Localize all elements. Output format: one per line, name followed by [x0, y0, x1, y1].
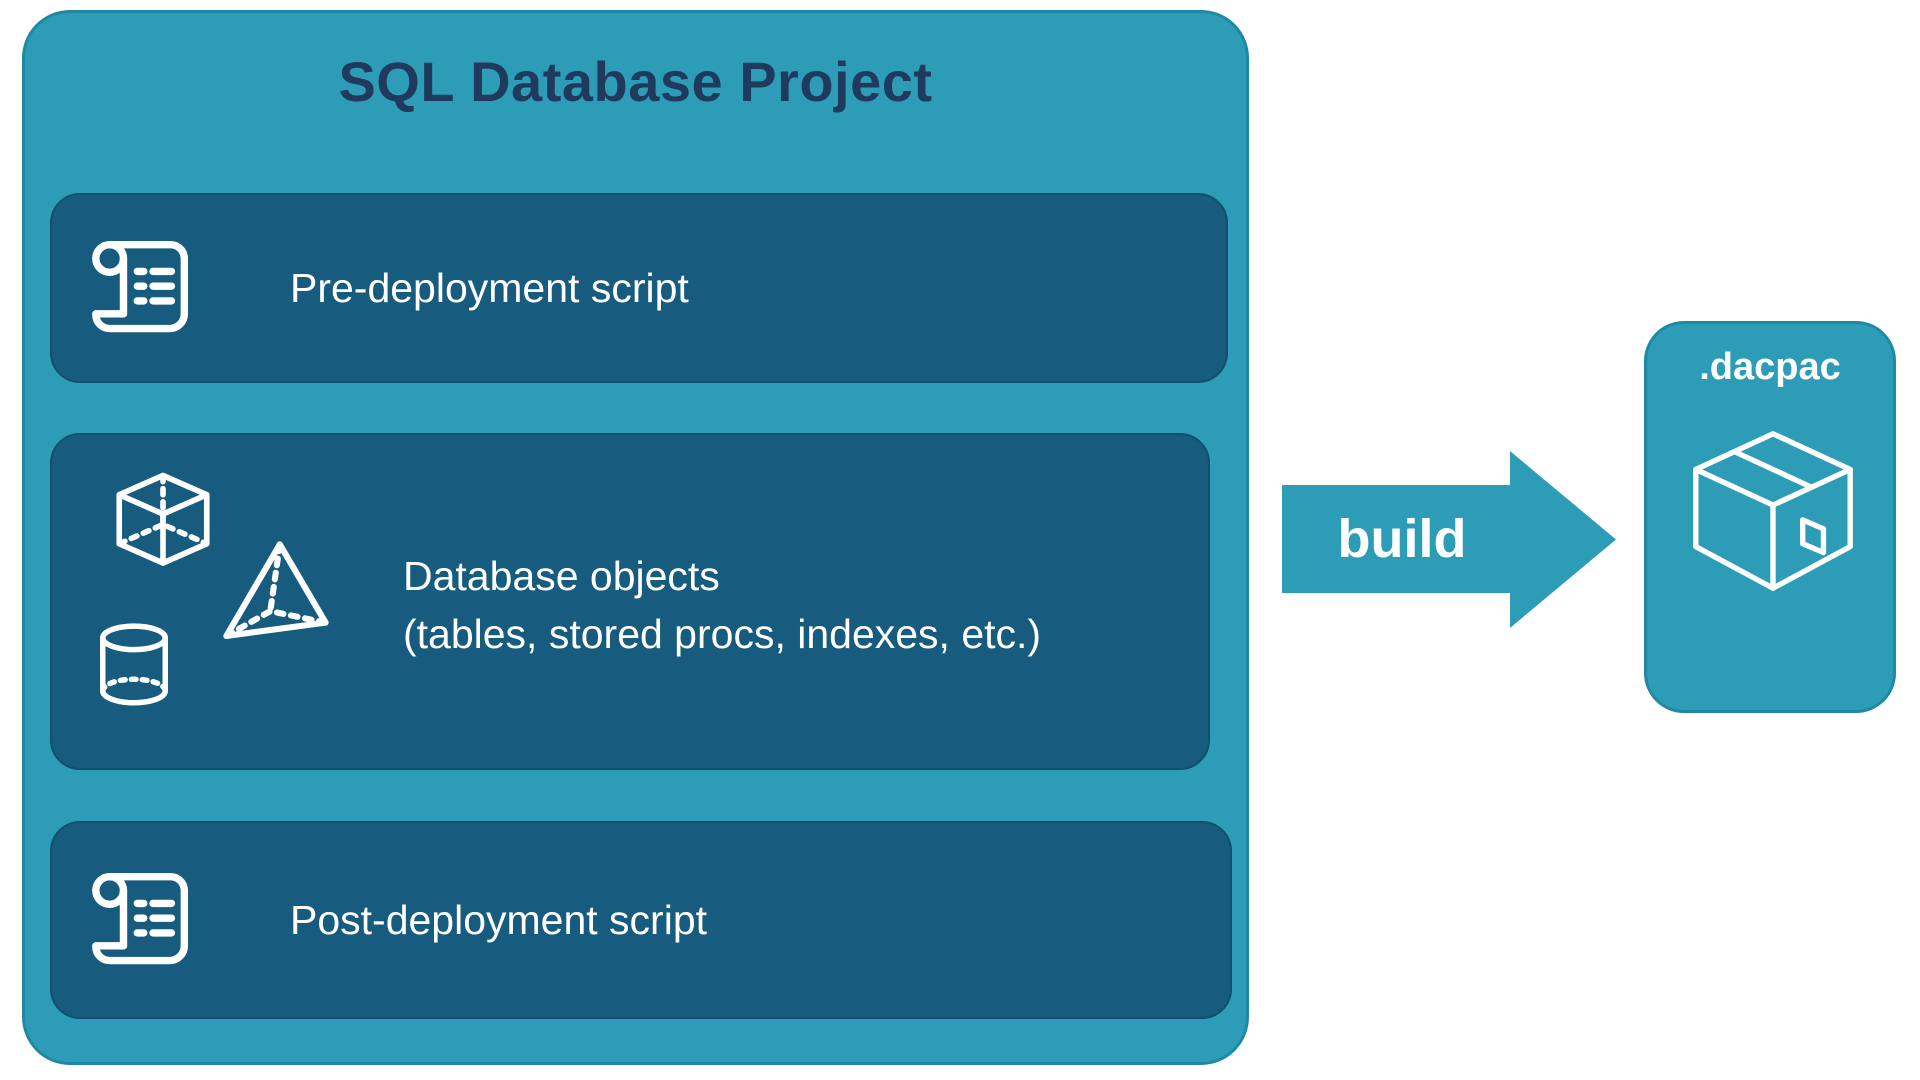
scroll-icon — [92, 872, 189, 965]
database-objects-label-line1: Database objects — [403, 553, 720, 599]
build-label: build — [1337, 509, 1467, 569]
panel-post-deployment: Post-deployment script — [50, 821, 1232, 1019]
package-icon — [1693, 431, 1853, 591]
cube-icon — [116, 472, 210, 566]
database-objects-label-line2: (tables, stored procs, indexes, etc.) — [403, 611, 1042, 657]
post-deployment-label: Post-deployment script — [290, 896, 708, 943]
dacpac-container: .dacpac — [1644, 321, 1896, 713]
cylinder-icon — [100, 623, 168, 706]
arrow-shape-icon — [1282, 451, 1616, 628]
sql-database-project-container: SQL Database Project Pre-deployment scri… — [22, 10, 1249, 1065]
scroll-icon — [92, 240, 189, 333]
build-arrow: build — [1282, 451, 1616, 628]
pre-deployment-label: Pre-deployment script — [290, 264, 689, 311]
database-objects-label: Database objects (tables, stored procs, … — [403, 547, 1041, 663]
pyramid-icon — [223, 541, 329, 639]
panel-database-objects: Database objects (tables, stored procs, … — [50, 433, 1210, 770]
panel-pre-deployment: Pre-deployment script — [50, 193, 1228, 383]
project-title: SQL Database Project — [338, 50, 933, 113]
dacpac-label: .dacpac — [1699, 346, 1841, 388]
